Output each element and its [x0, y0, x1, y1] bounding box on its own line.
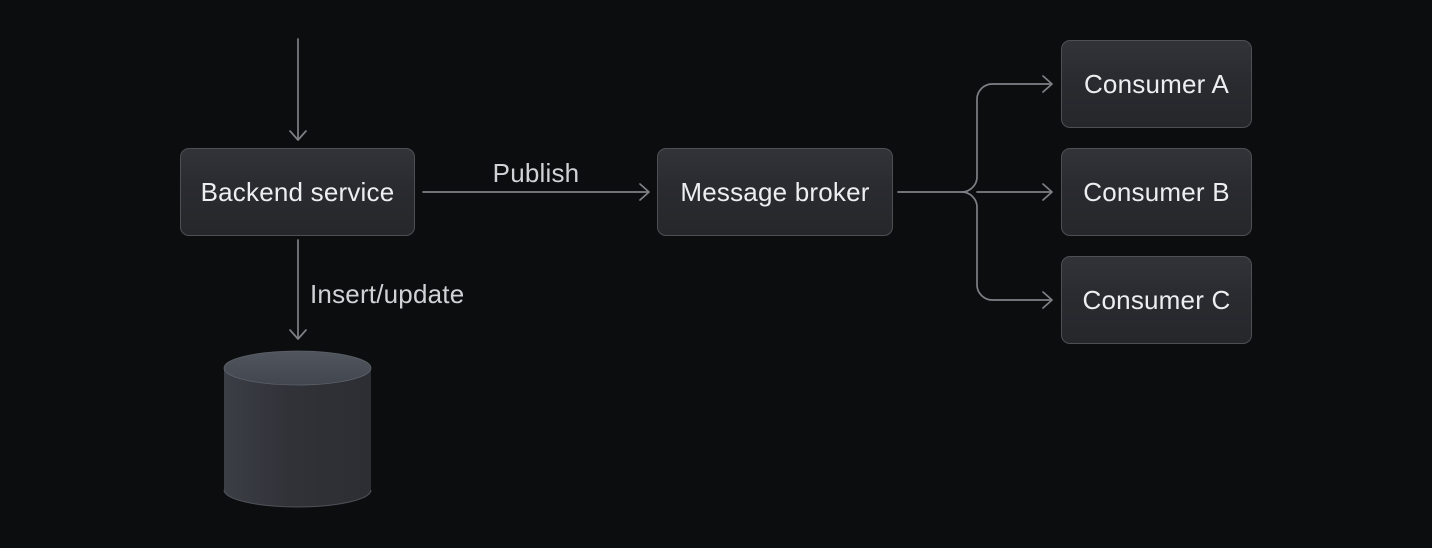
edge-label-insert-update: Insert/update [310, 279, 465, 309]
database-top [223, 350, 372, 386]
edge-branch-consumer-a [961, 83, 1052, 193]
node-consumer-a: Consumer A [1061, 40, 1252, 128]
node-consumer-c: Consumer C [1061, 256, 1252, 344]
arrowhead-right-icon [1042, 291, 1053, 309]
database-bottom-rim [223, 489, 372, 508]
node-consumer-b: Consumer B [1061, 148, 1252, 236]
database-cylinder-icon [223, 350, 372, 508]
node-label: Backend service [200, 176, 395, 207]
arrowhead-right-icon [639, 183, 650, 201]
node-label: Message broker [680, 176, 870, 207]
database-body [223, 368, 371, 507]
arrowhead-right-icon [1042, 183, 1053, 201]
arrowhead-right-icon [1042, 75, 1053, 93]
arrowhead-down-icon [289, 130, 307, 141]
arrowhead-down-icon [289, 329, 307, 340]
node-label: Consumer B [1083, 176, 1230, 207]
node-backend-service: Backend service [180, 148, 415, 236]
node-label: Consumer A [1083, 68, 1230, 99]
edge-label-publish: Publish [492, 158, 580, 188]
node-message-broker: Message broker [657, 148, 893, 236]
edge-branch-consumer-c [961, 191, 1052, 301]
node-label: Consumer C [1082, 284, 1231, 315]
